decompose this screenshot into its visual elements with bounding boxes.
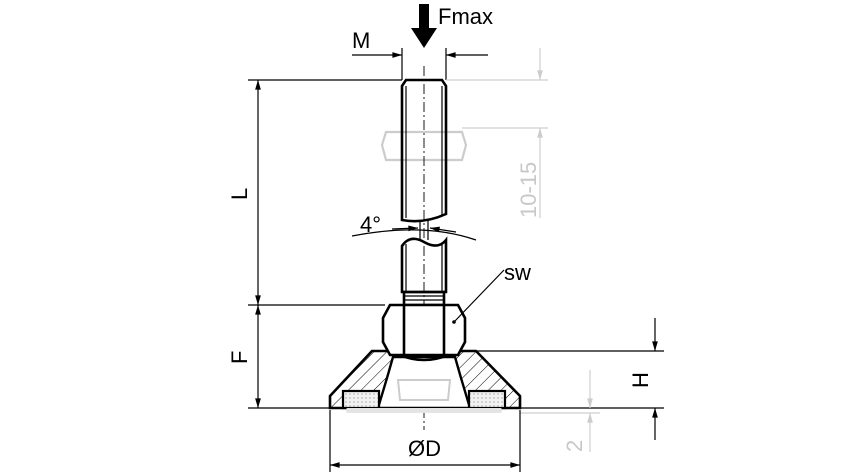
pad-label: 2 [562, 440, 587, 452]
lock-nut-reference [380, 130, 468, 162]
height-h-dimension [466, 318, 664, 440]
height-f-dimension [248, 305, 330, 409]
diameter-dimension [329, 410, 521, 472]
pad-dimension [520, 370, 600, 452]
angle-dimension [351, 225, 477, 241]
thread-label: M [352, 28, 370, 53]
length-label: L [227, 188, 252, 200]
adjust-label: 10-15 [516, 162, 541, 218]
base [328, 349, 522, 413]
diameter-label: ØD [408, 436, 441, 461]
hex-nut [381, 303, 467, 362]
length-dimension [248, 79, 402, 306]
wrench-label: sw [504, 260, 531, 285]
force-label: Fmax [438, 4, 493, 29]
pad-right [467, 389, 507, 410]
pad-left [341, 389, 381, 410]
angle-label: 4° [360, 212, 381, 237]
thread-dimension [352, 48, 488, 80]
pad-reference [346, 408, 502, 413]
force-arrow [411, 4, 437, 48]
height-f-label: F [227, 351, 252, 364]
height-h-label: H [628, 372, 653, 388]
wrench-leader [453, 269, 505, 323]
